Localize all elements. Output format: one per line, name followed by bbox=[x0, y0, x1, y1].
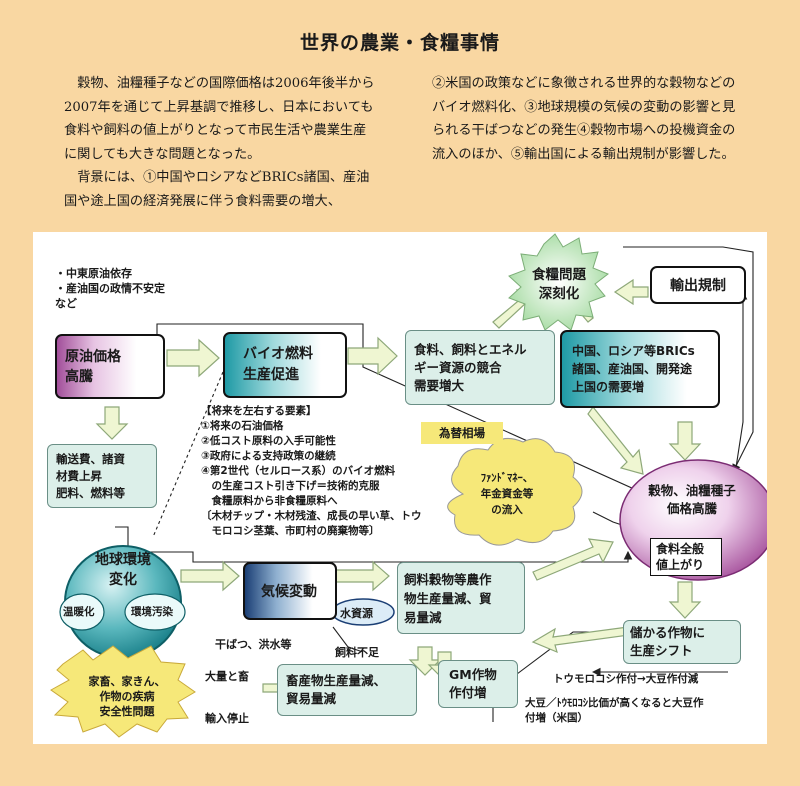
environment-label: 地球環境 変化 bbox=[95, 552, 151, 588]
food-price-rise-box: 食料全般 値上がり bbox=[650, 538, 722, 576]
arrow-biofuel-competition bbox=[347, 336, 398, 376]
food-crisis-star bbox=[508, 233, 610, 331]
arrow-competition-grain bbox=[587, 406, 644, 475]
exchange-rate-box: 為替相場 bbox=[421, 422, 503, 444]
biofuel-box: バイオ燃料 生産促進 bbox=[223, 332, 347, 398]
arrow-profit-gm bbox=[531, 626, 630, 654]
food-crisis-label: 食糧問題 深刻化 bbox=[532, 267, 586, 302]
intro-left-p2: 背景には、①中国やロシアなどBRICs諸国、産油国や途上国の経済発展に伴う食料需… bbox=[64, 170, 370, 209]
pollution-ellipse bbox=[124, 593, 186, 631]
livestock-disease-label: 家畜、家きん、 作物の疾病 安全性問題 bbox=[88, 675, 166, 718]
import-stop-label: 輸入停止 bbox=[205, 712, 249, 725]
profit-shift-box: 儲かる作物に 生産シフト bbox=[623, 620, 741, 664]
arrow-export-crisis bbox=[613, 278, 649, 306]
food-price-rise-label: 食料全般 値上がり bbox=[656, 542, 705, 572]
transport-cost-box: 輸送費、諸資 材費上昇 肥料、燃料等 bbox=[47, 444, 157, 508]
gm-box: GM作物 作付増 bbox=[438, 660, 518, 708]
livestock-reduction-box: 畜産物生産量減、 貿易量減 bbox=[277, 664, 417, 716]
soy-ratio-label: 大豆／ﾄｳﾓﾛｺｼ比価が高くなると大豆作 付増（米国） bbox=[525, 697, 704, 724]
competition-box: 食料、飼料とエネル ギー資源の競合 需要増大 bbox=[405, 330, 555, 405]
profit-shift-label: 儲かる作物に 生産シフト bbox=[630, 625, 706, 658]
exchange-rate-label: 為替相場 bbox=[439, 426, 485, 440]
oil-price-label: 原油価格 高騰 bbox=[65, 348, 121, 385]
feed-shortage-label: 飼料不足 bbox=[335, 646, 379, 659]
water-label: 水資源 bbox=[340, 607, 373, 620]
oil-notes: ・中東原油依存 ・産油国の政情不安定 など bbox=[55, 267, 165, 310]
block-arrows bbox=[95, 278, 702, 702]
page-title: 世界の農業・食糧事情 bbox=[299, 32, 500, 54]
diagram-panel: ・中東原油依存 ・産油国の政情不安定 など 原油価格 高騰 バイオ燃料 生産促進… bbox=[33, 232, 767, 744]
intro-left: 穀物、油糧種子などの国際価格は2006年後半から2007年を通じて上昇基調で推移… bbox=[64, 72, 376, 213]
transport-cost-label: 輸送費、諸資 材費上昇 肥料、燃料等 bbox=[56, 451, 125, 500]
arrow-feed-grain bbox=[532, 538, 614, 581]
livestock-reduction-label: 畜産物生産量減、 貿易量減 bbox=[286, 673, 387, 706]
line-transport-to-grain bbox=[115, 526, 633, 563]
arrow-climate-feed bbox=[332, 560, 390, 592]
line-feed-shortage bbox=[332, 626, 364, 653]
arrow-oil-biofuel bbox=[166, 338, 220, 378]
feed-reduction-box: 飼料穀物等農作 物生産量減、貿 易量減 bbox=[397, 562, 525, 634]
arrow-grain-profit bbox=[668, 581, 702, 619]
brics-box: 中国、ロシア等BRICs 諸国、産油国、開発途 上国の需要増 bbox=[560, 330, 720, 408]
climate-change-box: 気候変動 bbox=[243, 562, 337, 620]
fund-money-label: ﾌｧﾝﾄﾞﾏﾈｰ、 年金資金等 の流入 bbox=[480, 472, 534, 516]
warming-ellipse bbox=[59, 593, 105, 631]
fund-cloud bbox=[447, 437, 583, 546]
warming-label: 温暖化 bbox=[63, 606, 95, 618]
mass-livestock-label: 大量と畜 bbox=[205, 670, 249, 683]
line-biofuel-top bbox=[156, 323, 665, 503]
drought-label: 干ばつ、洪水等 bbox=[215, 638, 292, 651]
arrow-oil-transport bbox=[95, 406, 129, 440]
brics-label: 中国、ロシア等BRICs 諸国、産油国、開発途 上国の需要増 bbox=[572, 344, 695, 394]
line-grain-export bbox=[732, 290, 748, 488]
grain-price-label: 穀物、油糧種子 価格高騰 bbox=[648, 483, 736, 516]
export-restriction-box: 輸出規制 bbox=[650, 266, 746, 304]
intro-left-p1: 穀物、油糧種子などの国際価格は2006年後半から2007年を通じて上昇基調で推移… bbox=[64, 76, 375, 162]
arrow-env-climate bbox=[180, 560, 240, 592]
diagram-shapes bbox=[50, 233, 767, 738]
biofuel-label: バイオ燃料 生産促進 bbox=[243, 346, 313, 383]
line-export-grain bbox=[623, 246, 754, 473]
climate-change-label: 気候変動 bbox=[261, 584, 317, 600]
intro-right-p: ②米国の政策などに象徴される世界的な穀物などのバイオ燃料化、③地球規模の気候の変… bbox=[432, 76, 736, 162]
future-factors: 【将来を左右する要素】 ①将来の石油価格 ②低コスト原料の入手可能性 ③政府によ… bbox=[201, 405, 422, 537]
feed-reduction-label: 飼料穀物等農作 物生産量減、貿 易量減 bbox=[404, 571, 492, 625]
intro-right: ②米国の政策などに象徴される世界的な穀物などのバイオ燃料化、③地球規模の気候の変… bbox=[432, 72, 742, 166]
oil-price-box: 原油価格 高騰 bbox=[55, 334, 165, 399]
corn-soy-label: トウモロコシ作付→大豆作付減 bbox=[553, 673, 699, 685]
disease-star bbox=[50, 645, 196, 738]
competition-label: 食料、飼料とエネル ギー資源の競合 需要増大 bbox=[414, 341, 527, 393]
export-restriction-label: 輸出規制 bbox=[670, 278, 726, 294]
gm-label: GM作物 作付増 bbox=[449, 667, 497, 700]
pollution-label: 環境汚染 bbox=[131, 606, 173, 618]
arrow-brics-grain bbox=[668, 421, 702, 461]
